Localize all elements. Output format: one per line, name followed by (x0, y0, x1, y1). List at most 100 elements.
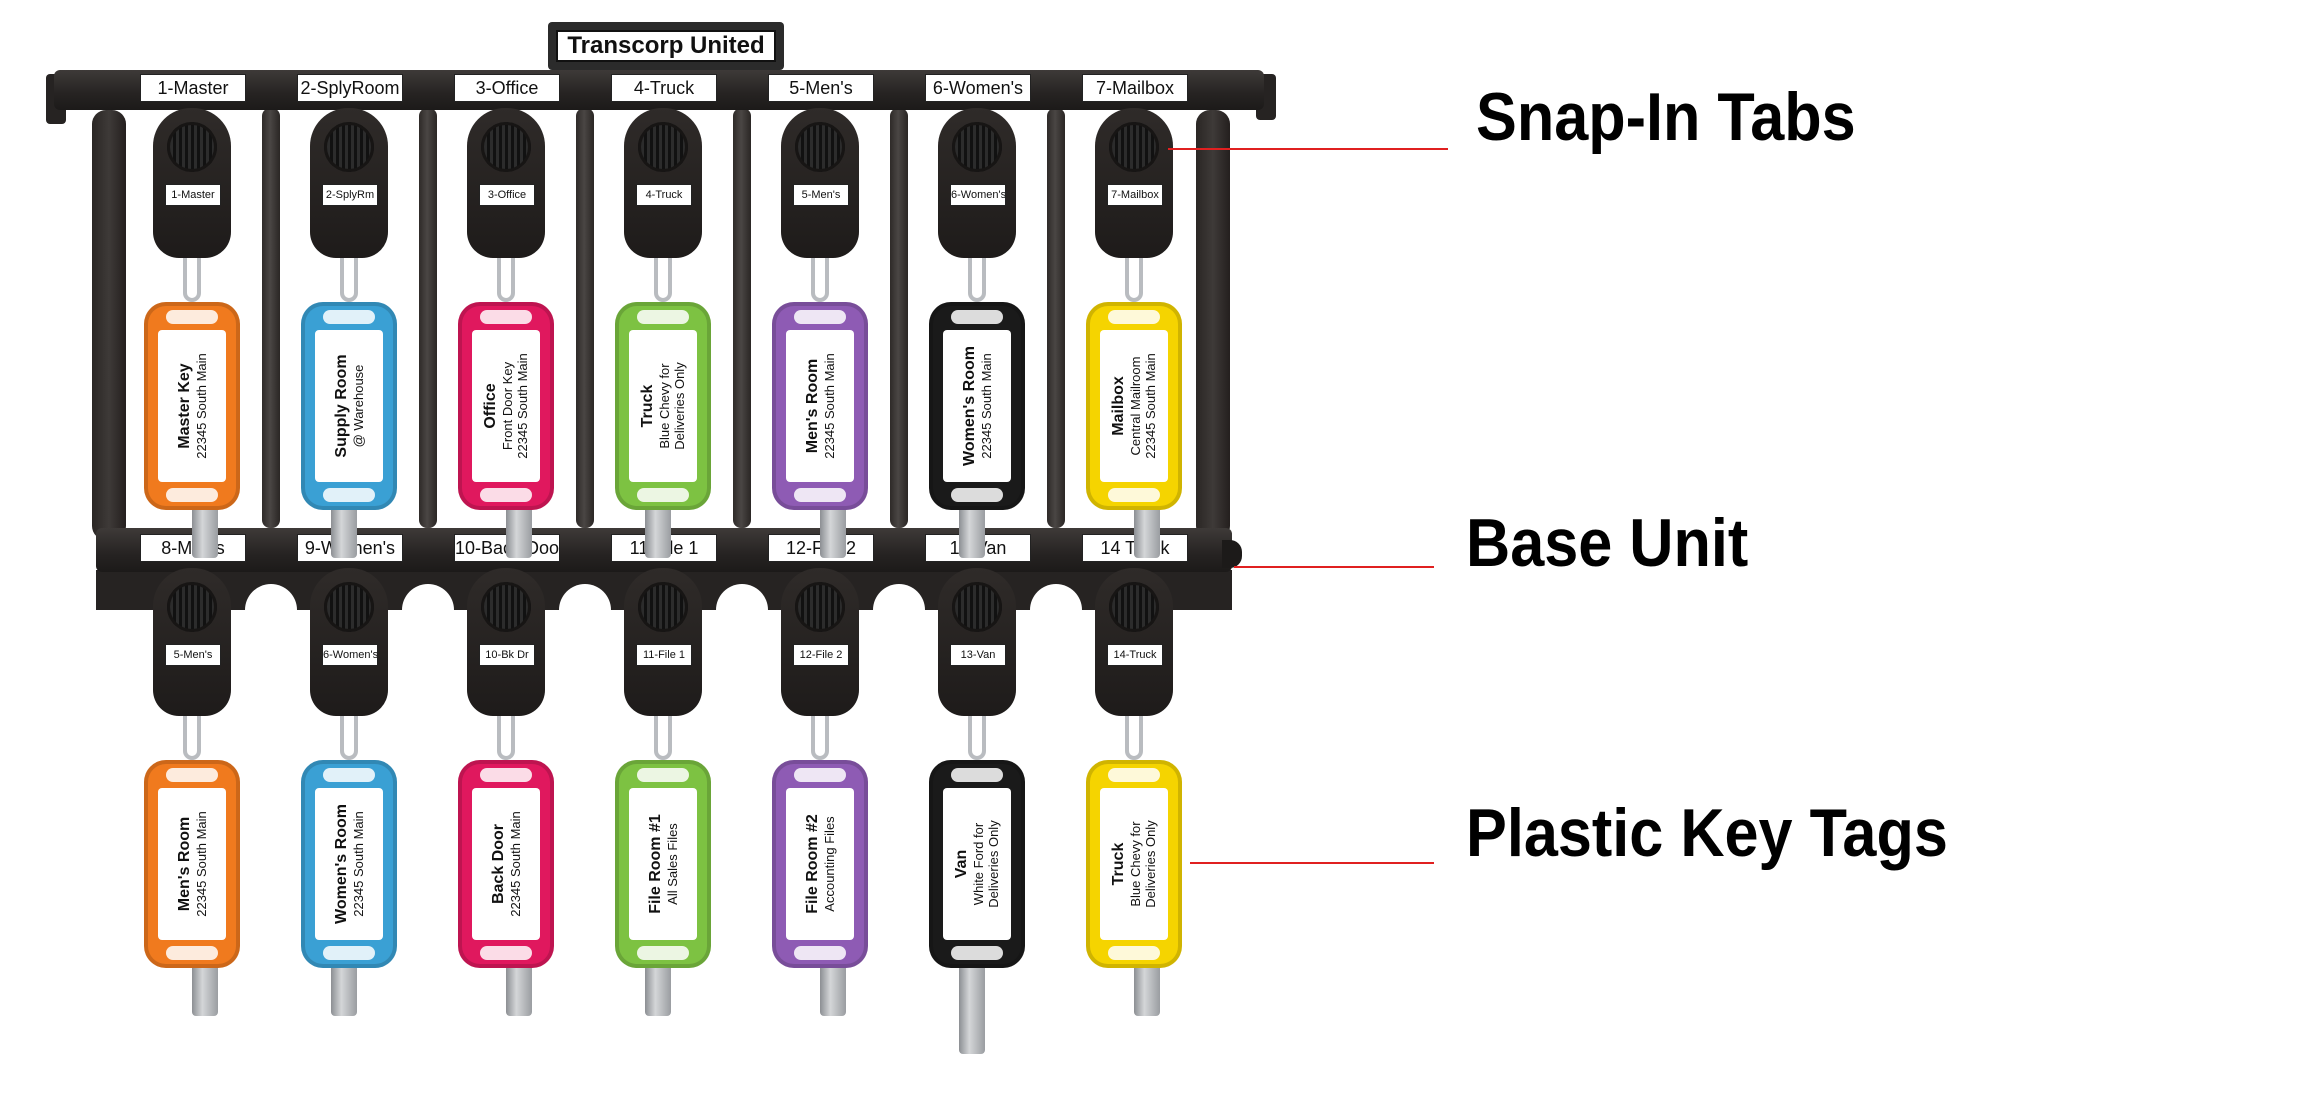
tag-line2: 22345 South Main (978, 353, 994, 459)
tag-hole (794, 768, 846, 782)
top-row-hook-5[interactable]: 5-Men's (781, 108, 859, 258)
tag-hole (480, 310, 532, 324)
tag-hole (637, 946, 689, 960)
frame-post (418, 108, 437, 528)
top-row-hook-2[interactable]: 2-SplyRm (310, 108, 388, 258)
callout-snap-in-tabs: Snap-In Tabs (1476, 79, 1856, 155)
bottom-row-hook-5[interactable]: 12-File 2 (781, 568, 859, 716)
top-row-hook-3[interactable]: 3-Office (467, 108, 545, 258)
top-rail-label-2: 2-SplyRoom (297, 74, 403, 102)
top-row-hook-1[interactable]: 1-Master (153, 108, 231, 258)
hook-knob (167, 122, 217, 172)
callout-line-plastic-key-tags (1190, 862, 1434, 864)
tag-line2: Accounting Files (821, 816, 837, 912)
base-arch-cutout (1029, 584, 1082, 624)
tag-line2: Central Mailroom (1128, 356, 1143, 456)
hook-knob (481, 582, 531, 632)
tag-hole (1108, 768, 1160, 782)
hook-knob (167, 582, 217, 632)
tag-line3: 22345 South Main (515, 353, 530, 459)
hook-label: 7-Mailbox (1107, 184, 1163, 206)
hook-label: 6-Women's (322, 644, 378, 666)
base-arch-cutout (558, 584, 611, 624)
top-row-hook-4[interactable]: 4-Truck (624, 108, 702, 258)
hook-label: 5-Men's (165, 644, 221, 666)
top-rail-label-4: 4-Truck (611, 74, 717, 102)
tag-line1: Mailbox (1110, 376, 1127, 436)
bottom-row-hook-4[interactable]: 11-File 1 (624, 568, 702, 716)
hook-label: 10-Bk Dr (479, 644, 535, 666)
tag-line2: Front Door Key (500, 361, 515, 451)
base-unit-tip (1222, 540, 1242, 568)
bottom-row-hook-1[interactable]: 5-Men's (153, 568, 231, 716)
tag-line1: Women's Room (960, 346, 978, 466)
hook-label: 11-File 1 (636, 644, 692, 666)
tag-hole (951, 768, 1003, 782)
hook-label: 12-File 2 (793, 644, 849, 666)
hook-knob (952, 122, 1002, 172)
tag-line2: Blue Chevy for (657, 363, 672, 449)
top-row-tag-2[interactable]: Supply Room@ Warehouse (301, 302, 397, 510)
callout-plastic-key-tags: Plastic Key Tags (1466, 795, 1948, 871)
top-rail-label-5: 5-Men's (768, 74, 874, 102)
bottom-row-hook-6[interactable]: 13-Van (938, 568, 1016, 716)
hook-knob (795, 122, 845, 172)
tag-hole (1108, 310, 1160, 324)
bottom-row-hook-3[interactable]: 10-Bk Dr (467, 568, 545, 716)
header-title: Transcorp United (556, 30, 776, 62)
tag-line1: Men's Room (175, 816, 193, 912)
callout-line-snap-in-tabs (1168, 148, 1448, 150)
hook-label: 2-SplyRm (322, 184, 378, 206)
hook-knob (324, 582, 374, 632)
hook-knob (638, 582, 688, 632)
top-row-hook-6[interactable]: 6-Women's (938, 108, 1016, 258)
tag-hole (637, 310, 689, 324)
tag-line2: White Ford for (971, 822, 986, 906)
tag-hole (166, 768, 218, 782)
tag-line3: Deliveries Only (672, 362, 687, 450)
tag-hole (637, 488, 689, 502)
tag-line3: 22345 South Main (1143, 353, 1158, 459)
tag-hole (951, 946, 1003, 960)
frame-post (1046, 108, 1065, 528)
tag-line1: Supply Room (332, 354, 350, 458)
tag-hole (166, 946, 218, 960)
base-arch-cutout (715, 584, 768, 624)
hook-label: 14-Truck (1107, 644, 1163, 666)
tag-hole (1108, 946, 1160, 960)
tag-hole (637, 768, 689, 782)
tag-hole (794, 310, 846, 324)
tag-line1: File Room #2 (803, 814, 821, 914)
bottom-row-hook-2[interactable]: 6-Women's (310, 568, 388, 716)
base-arch-cutout (244, 584, 297, 624)
top-row-hook-7[interactable]: 7-Mailbox (1095, 108, 1173, 258)
tag-line2: Blue Chevy for (1128, 821, 1143, 907)
bottom-row-hook-7[interactable]: 14-Truck (1095, 568, 1173, 716)
tag-hole (480, 946, 532, 960)
hook-knob (481, 122, 531, 172)
tag-line2: 22345 South Main (507, 811, 523, 917)
tag-line1: Master Key (175, 363, 193, 449)
tag-line1: File Room #1 (646, 814, 664, 914)
